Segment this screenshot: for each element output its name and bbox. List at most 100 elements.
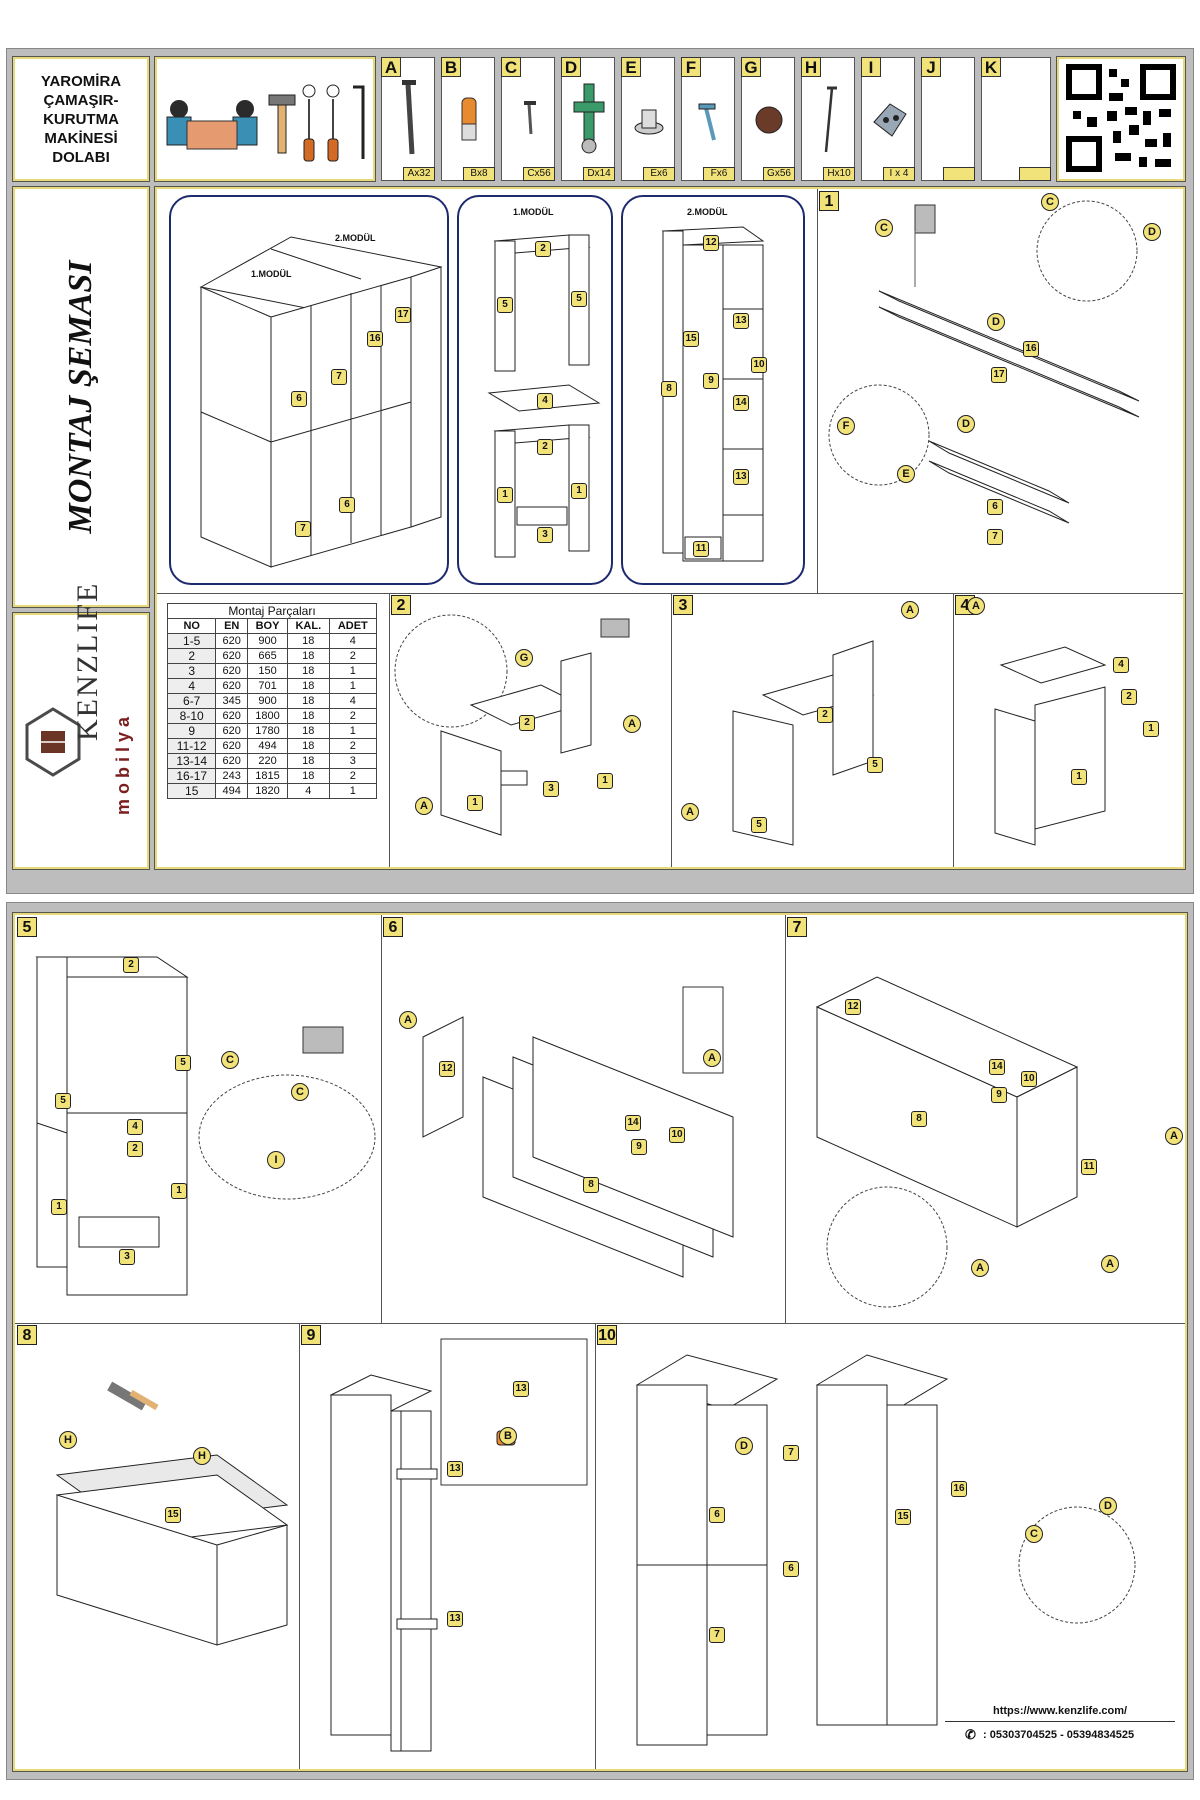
step-8-drawing xyxy=(55,1381,289,1646)
part-label: 14 xyxy=(989,1059,1005,1075)
assembly-diagram-title: MONTAJ ŞEMASI xyxy=(12,186,150,608)
part-label: 11 xyxy=(693,541,709,557)
part-label: 9 xyxy=(991,1087,1007,1103)
table-cell: 2 xyxy=(166,648,217,664)
part-label: 5 xyxy=(497,297,513,313)
table-cell: 900 xyxy=(247,633,289,649)
assembly-overview: 1.MODÜL 2.MODÜL 6 7 16 17 7 6 1.MODÜL 2 … xyxy=(154,186,1186,870)
part-label: 17 xyxy=(991,367,1007,383)
hardware-callout: A xyxy=(623,715,641,733)
part-label: 2 xyxy=(537,439,553,455)
table-cell: 1780 xyxy=(247,723,289,739)
table-cell: 18 xyxy=(287,648,330,664)
short-screw-icon xyxy=(524,101,536,135)
hardware-qty xyxy=(1019,167,1051,181)
part-label: 13 xyxy=(447,1611,463,1627)
table-cell: 1820 xyxy=(247,783,289,799)
table-cell: 11-12 xyxy=(166,738,217,754)
table-cell: 4 xyxy=(287,783,330,799)
part-label: 3 xyxy=(543,781,559,797)
long-screw-icon xyxy=(402,80,416,155)
hardware-box-A: A Ax32 xyxy=(381,57,435,181)
brand-sub: mobilya xyxy=(113,711,133,815)
table-cell: 1 xyxy=(328,723,378,739)
title-line: MAKİNESİ xyxy=(44,129,118,147)
part-label: 8 xyxy=(661,381,677,397)
divider xyxy=(817,189,818,593)
step-6-number: 6 xyxy=(383,917,403,937)
tools-illustration xyxy=(154,56,376,182)
step-9-number: 9 xyxy=(301,1325,321,1345)
part-label: 16 xyxy=(951,1481,967,1497)
hardware-callout: D xyxy=(1099,1497,1117,1515)
part-label: 1 xyxy=(1143,721,1159,737)
step-8-number: 8 xyxy=(17,1325,37,1345)
step-1-drawing xyxy=(828,200,1140,524)
part-label: 10 xyxy=(751,357,767,373)
cabinet-drawing xyxy=(199,236,443,568)
divider xyxy=(389,593,390,867)
part-label: 8 xyxy=(911,1111,927,1127)
table-cell: 3 xyxy=(166,663,217,679)
divider xyxy=(157,593,1183,594)
step-10-number: 10 xyxy=(597,1325,617,1345)
hardware-letter: G xyxy=(741,57,761,77)
hardware-box-J: J xyxy=(921,57,975,181)
table-cell: 494 xyxy=(247,738,289,754)
hardware-callout: C xyxy=(221,1051,239,1069)
step-5-number: 5 xyxy=(17,917,37,937)
table-cell: 150 xyxy=(247,663,289,679)
hardware-qty xyxy=(943,167,975,181)
hardware-letter: F xyxy=(681,57,701,77)
hardware-box-B: B Bx8 xyxy=(441,57,495,181)
table-cell: 620 xyxy=(215,633,249,649)
part-label: 1 xyxy=(171,1183,187,1199)
part-label: 4 xyxy=(127,1119,143,1135)
hardware-callout: A xyxy=(901,601,919,619)
hardware-callout: H xyxy=(193,1447,211,1465)
hardware-callout: A xyxy=(399,1011,417,1029)
table-cell: 620 xyxy=(215,708,249,724)
hardware-qty: Bx8 xyxy=(463,167,495,181)
side-title-text: MONTAJ ŞEMASI xyxy=(62,260,99,534)
hardware-letter: I xyxy=(861,57,881,77)
title-line: DOLABI xyxy=(52,148,110,166)
table-cell: 620 xyxy=(215,738,249,754)
table-cell: 4 xyxy=(328,633,378,649)
website-link[interactable]: https://www.kenzlife.com/ xyxy=(993,1705,1128,1717)
hardware-callout: A xyxy=(967,597,985,615)
part-label: 6 xyxy=(291,391,307,407)
part-label: 6 xyxy=(339,497,355,513)
hardware-callout: C xyxy=(1025,1525,1043,1543)
column-header: ADET xyxy=(328,618,378,634)
hardware-box-K: K xyxy=(981,57,1051,181)
part-label: 5 xyxy=(571,291,587,307)
table-cell: 620 xyxy=(215,723,249,739)
divider xyxy=(595,1323,596,1769)
assembly-steps-5-10: 5 2 5 5 4 2 1 1 3 C C I 6 A A xyxy=(12,912,1188,1772)
phone-icon: ✆ xyxy=(965,1727,976,1742)
divider xyxy=(15,1323,1185,1324)
module-2-drawing xyxy=(661,226,765,562)
part-label: 13 xyxy=(447,1461,463,1477)
qr-code[interactable] xyxy=(1056,56,1186,182)
part-label: 6 xyxy=(987,499,1003,515)
hardware-box-E: E Ex6 xyxy=(621,57,675,181)
hardware-letter: J xyxy=(921,57,941,77)
part-label: 1 xyxy=(571,483,587,499)
step-3-number: 3 xyxy=(673,595,693,615)
table-cell: 16-17 xyxy=(166,768,217,784)
table-cell: 4 xyxy=(166,678,217,694)
step-3-drawing xyxy=(732,640,875,846)
part-label: 2 xyxy=(535,241,551,257)
hardware-callout: A xyxy=(971,1259,989,1277)
hardware-callout: D xyxy=(987,313,1005,331)
part-label: 7 xyxy=(709,1627,725,1643)
table-cell: 2 xyxy=(328,708,378,724)
